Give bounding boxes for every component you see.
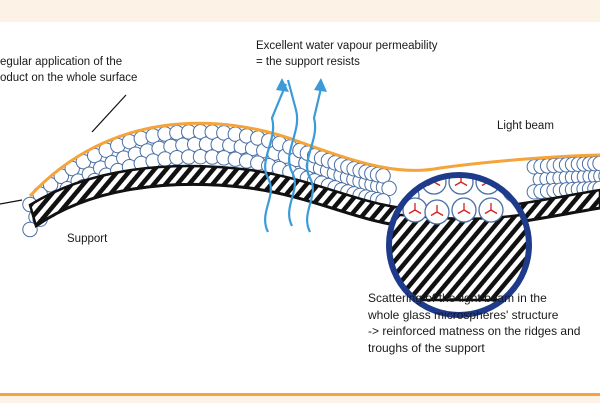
scatter-ray bbox=[433, 181, 441, 187]
coating-line bbox=[28, 121, 600, 198]
vapour-arrows bbox=[264, 79, 324, 233]
scatter-ray bbox=[460, 181, 468, 187]
scatter-ray bbox=[490, 209, 498, 215]
scatter-ray bbox=[430, 211, 438, 217]
scatter-ray bbox=[457, 209, 465, 215]
scatter-ray bbox=[454, 181, 462, 187]
lens-ring bbox=[386, 172, 532, 318]
microsphere bbox=[22, 221, 38, 238]
vapour-arrow-3 bbox=[306, 83, 324, 233]
light-beam-label: Light beam bbox=[497, 120, 554, 132]
vapour-label: Excellent water vapour permeability = th… bbox=[256, 40, 438, 68]
scatter-ray bbox=[436, 211, 444, 217]
support-pointer bbox=[0, 199, 23, 205]
bottom-band bbox=[0, 393, 600, 403]
microsphere bbox=[381, 180, 397, 197]
arrowhead-right bbox=[314, 78, 327, 92]
microsphere bbox=[593, 168, 600, 184]
scattering-label: Scattering of the light beam in the whol… bbox=[368, 291, 581, 355]
top-band bbox=[0, 0, 600, 22]
scatter-ray bbox=[408, 209, 416, 215]
scatter-ray bbox=[414, 209, 422, 215]
vapour-arrow-1 bbox=[264, 83, 288, 233]
scatter-ray bbox=[484, 209, 492, 215]
arrowhead-left bbox=[276, 78, 289, 92]
support-label: Support bbox=[67, 233, 108, 245]
scatter-ray bbox=[463, 209, 471, 215]
application-pointer bbox=[91, 94, 127, 133]
bottom-rule bbox=[0, 393, 600, 396]
application-label: egular application of the oduct on the w… bbox=[0, 56, 138, 84]
vapour-arrow-2 bbox=[286, 79, 299, 227]
